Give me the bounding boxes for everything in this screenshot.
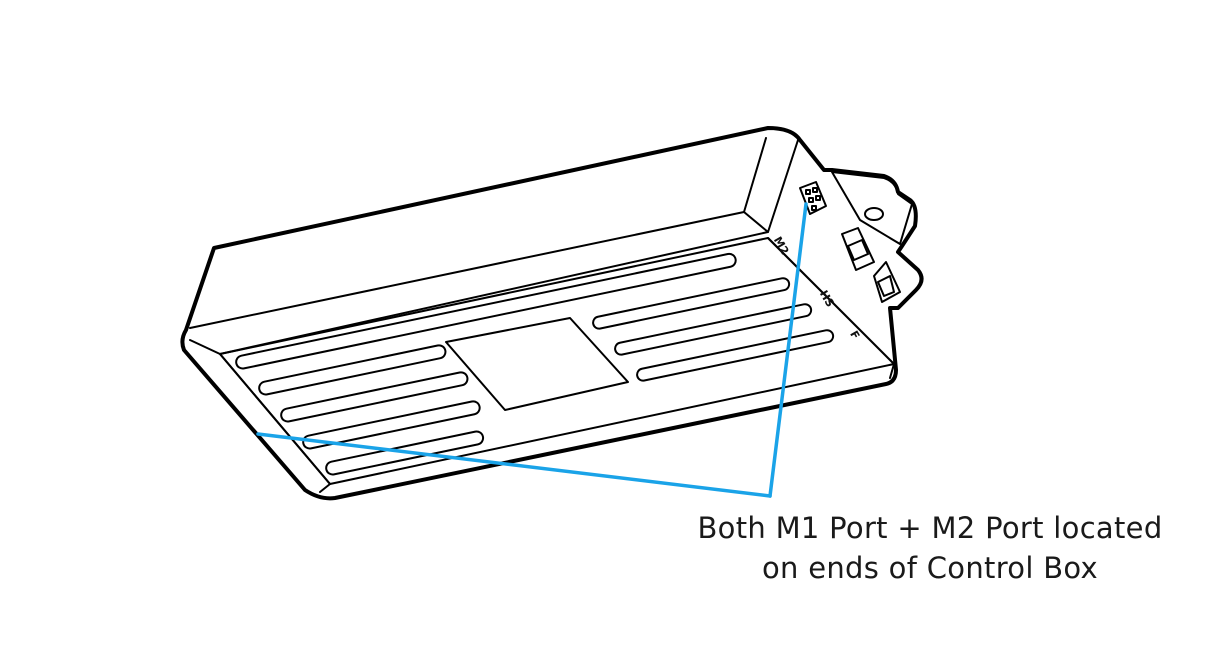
control-box: M2 HS F — [180, 126, 924, 501]
port-rj-2 — [873, 261, 901, 303]
end-face-bottom — [767, 237, 895, 379]
label-plate — [445, 317, 629, 411]
control-box-outline — [180, 126, 924, 501]
base-tray-inner — [189, 339, 331, 493]
callout-line-m2 — [768, 202, 808, 498]
vent-slots-left — [235, 252, 737, 476]
callout-line-m1 — [256, 432, 772, 498]
top-chamfer-line — [189, 211, 769, 355]
top-ridge-line — [743, 137, 767, 213]
caption-line-2: on ends of Control Box — [761, 551, 1099, 585]
port-label-m2: M2 — [771, 234, 792, 257]
caption-line-1: Both M1 Port + M2 Port located — [697, 511, 1163, 545]
port-label-hs: HS — [817, 288, 837, 309]
port-rj-1 — [841, 227, 875, 271]
callout-lines — [256, 202, 808, 498]
mounting-tab — [831, 171, 913, 245]
vent-slots-right — [592, 277, 835, 382]
end-face-edge — [767, 139, 799, 233]
port-label-f: F — [847, 329, 862, 342]
